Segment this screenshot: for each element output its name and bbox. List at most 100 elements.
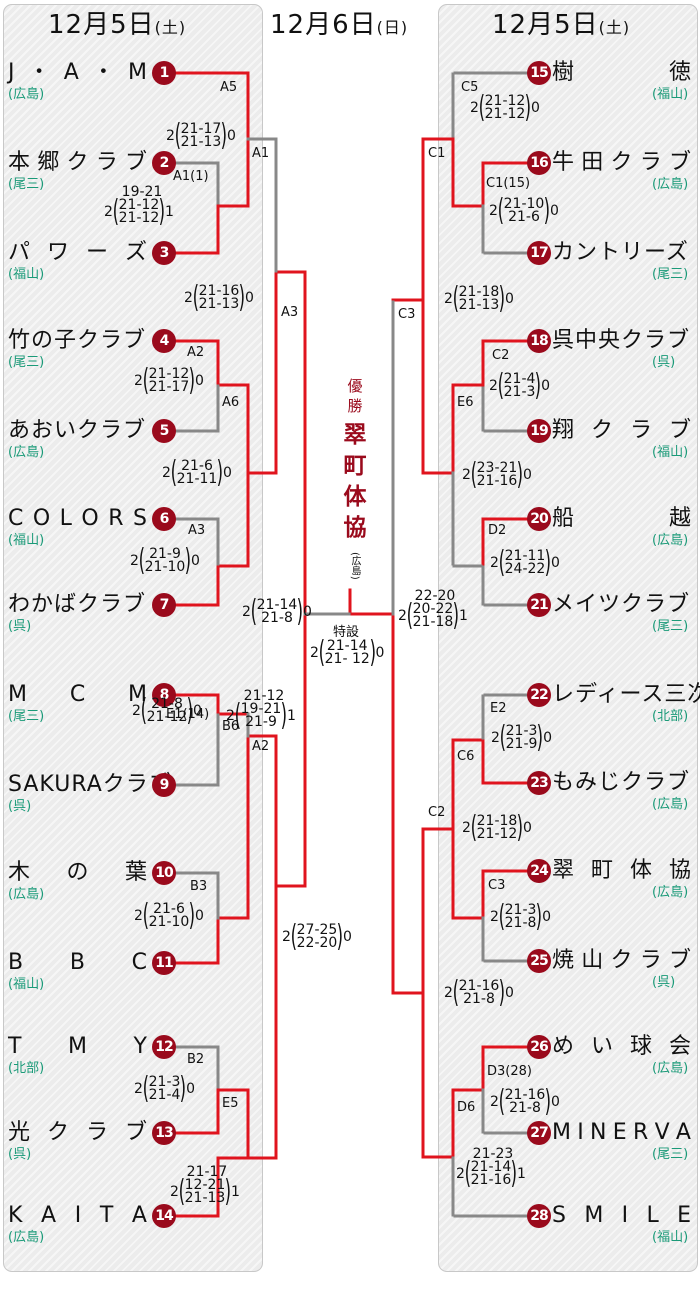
open-paren: ( (290, 919, 298, 954)
open-paren: ( (178, 1174, 186, 1209)
team-number-badge: 21 (527, 593, 551, 617)
game-score-bottom: 24-22 (504, 561, 546, 577)
game-score-top: 21-16 (458, 978, 500, 994)
close-paren: ) (158, 194, 166, 229)
sets-won: 2 (489, 377, 498, 394)
sets-won: 2 (490, 554, 499, 571)
match-label-c2: C2 (492, 348, 510, 363)
team-number-badge: 25 (527, 949, 551, 973)
sets-won: 2 (132, 702, 141, 719)
game-score-top: 21-3 (505, 723, 538, 739)
open-paren: ( (406, 598, 414, 633)
game-score-bottom: 21-8 (261, 610, 293, 626)
sets-lost: 1 (287, 707, 296, 724)
game-score-bottom: 21-6 (508, 209, 540, 225)
match-label-e5: E5 (222, 1096, 239, 1111)
team-17: カントリーズ (552, 241, 692, 265)
team-prefecture: (福山) (8, 533, 45, 548)
match-label-c1: C1 (428, 146, 446, 161)
team-22: レディース三次 (552, 683, 700, 707)
team-name: もみじクラブ (552, 770, 691, 795)
sets-won: 2 (490, 908, 499, 925)
game-score-bottom: 21- 12 (324, 651, 370, 667)
match-label-a2: A2 (187, 345, 205, 360)
sets-won: 2 (310, 644, 319, 661)
sets-won: 2 (166, 127, 175, 144)
game-score-top: 21-14 (326, 638, 368, 654)
team-number-badge: 1 (152, 61, 176, 85)
sets-lost: 0 (551, 1093, 560, 1110)
game-score-bottom: 21-8 (463, 991, 495, 1007)
team-prefecture: (広島) (652, 885, 689, 900)
left-loser-lines (174, 137, 332, 1092)
sets-lost: 0 (523, 466, 532, 483)
team-number-badge: 2 (152, 151, 176, 175)
team-name: 竹の子クラブ (8, 328, 147, 353)
team-number-badge: 20 (527, 507, 551, 531)
open-paren: ( (142, 898, 150, 933)
game-score-bottom: 21-9 (245, 714, 277, 730)
sets-lost: 0 (186, 1080, 196, 1097)
game-score-top: 21-10 (503, 196, 545, 212)
sets-lost: 1 (231, 1183, 240, 1200)
open-paren: ( (174, 118, 182, 153)
game-score-top: 21-18 (476, 813, 518, 829)
team-prefecture: (福山) (8, 267, 45, 282)
game-score-top: 19-21 (240, 701, 282, 717)
team-number-badge: 13 (152, 1121, 176, 1145)
sets-won: 2 (462, 466, 471, 483)
game-score-bottom: 21-16 (470, 1172, 512, 1188)
team-number-badge: 22 (527, 683, 551, 707)
sets-won: 2 (489, 202, 498, 219)
game-score-bottom: 21-13 (180, 134, 222, 150)
game-score-bottom: 21-13 (184, 1190, 226, 1206)
sets-lost: 0 (541, 377, 551, 394)
open-paren: ( (250, 594, 258, 629)
sets-won: 2 (134, 907, 143, 924)
center-date-header: 12月6日(日) (270, 10, 409, 40)
team-name: パワーズ (8, 240, 148, 265)
team-number-badge: 11 (152, 951, 176, 975)
sets-won: 2 (444, 984, 453, 1001)
team-13: 光クラブ (8, 1121, 148, 1145)
match-label-e6: E6 (457, 395, 474, 410)
team-prefecture: (広島) (652, 1061, 689, 1076)
sets-lost: 0 (523, 819, 532, 836)
sets-won: 2 (462, 819, 471, 836)
game-score-bottom: 21-13 (458, 297, 500, 313)
close-paren: ) (524, 90, 532, 125)
sets-lost: 0 (191, 552, 200, 569)
sets-lost: 0 (303, 603, 312, 620)
game-score-bottom: 21-10 (144, 559, 186, 575)
team-name: カントリーズ (552, 240, 689, 265)
open-paren: ( (142, 1071, 150, 1106)
close-paren: ) (544, 545, 552, 580)
game-score-top: 21-12 (484, 93, 526, 109)
team-number-badge: 9 (152, 773, 176, 797)
match-label-e1-14: E1(14) (166, 707, 210, 722)
match-label-c3: C3 (398, 307, 416, 322)
team-prefecture: (尾三) (652, 1147, 689, 1162)
game-score-top: 27-25 (296, 922, 338, 938)
sets-lost: 1 (165, 203, 174, 220)
